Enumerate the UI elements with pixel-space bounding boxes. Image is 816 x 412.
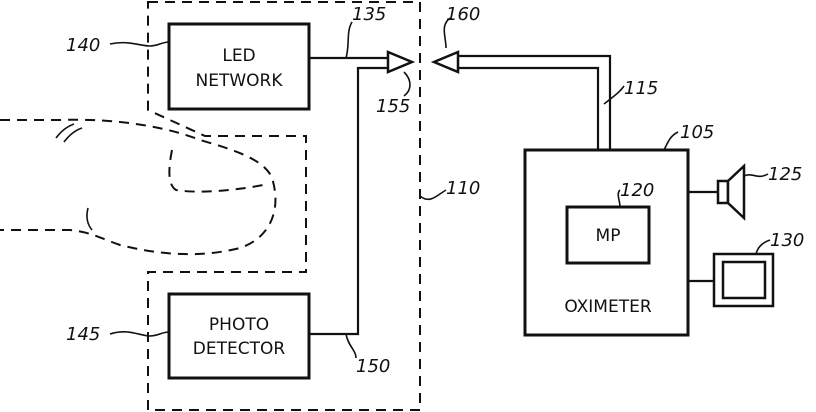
sensor-connector-155 [388, 52, 412, 72]
led-network-label-line2: NETWORK [196, 71, 284, 91]
ref-155: 155 [376, 96, 410, 117]
leader-140 [110, 42, 169, 46]
speaker-body [718, 181, 728, 203]
finger-crease-3 [87, 208, 92, 230]
speaker-cone [728, 166, 744, 218]
ref-115: 115 [624, 78, 658, 99]
ref-105: 105 [680, 122, 714, 143]
leader-110 [420, 190, 446, 199]
finger-outline [0, 120, 275, 254]
leader-105 [664, 132, 678, 150]
photo-detector-label-line1: PHOTO [209, 315, 269, 335]
led-network-box [169, 24, 309, 109]
display-screen [723, 262, 765, 298]
cable-115-outer [458, 56, 610, 150]
photo-detector-label-line2: DETECTOR [193, 339, 286, 359]
ref-135: 135 [352, 4, 386, 25]
leader-130 [756, 240, 770, 254]
ref-150: 150 [356, 356, 390, 377]
ref-125: 125 [768, 164, 802, 185]
ref-160: 160 [446, 4, 480, 25]
photo-detector-box [169, 294, 309, 378]
leader-150 [346, 334, 356, 358]
cable-connector-160 [434, 52, 458, 72]
ref-145: 145 [66, 324, 100, 345]
leader-145 [110, 332, 169, 336]
fingernail-outline [169, 150, 268, 192]
leader-155 [404, 72, 410, 96]
ref-130: 130 [770, 230, 804, 251]
leader-125 [744, 174, 768, 176]
cable-115-inner [458, 68, 598, 150]
leader-135 [346, 22, 352, 58]
leader-115 [604, 86, 624, 104]
led-network-label-line1: LED [222, 46, 255, 66]
ref-140: 140 [66, 35, 100, 56]
finger-crease-2 [64, 128, 82, 142]
finger-crease-1 [56, 124, 74, 138]
mp-label: MP [596, 226, 621, 246]
ref-110: 110 [446, 178, 480, 199]
oximeter-label: OXIMETER [564, 297, 651, 317]
ref-120: 120 [620, 180, 654, 201]
